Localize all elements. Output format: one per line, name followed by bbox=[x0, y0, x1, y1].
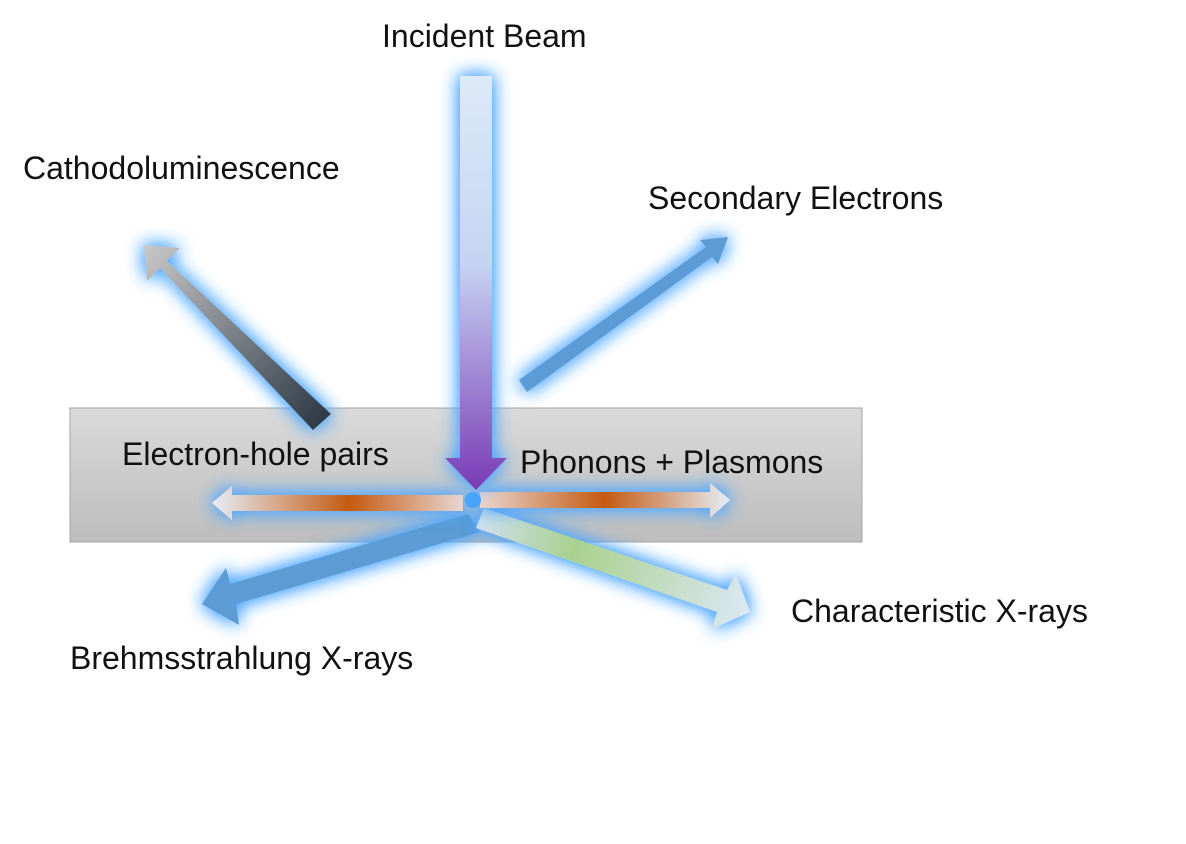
label-electron-hole-pairs: Electron-hole pairs bbox=[122, 436, 389, 472]
label-secondary-electrons: Secondary Electrons bbox=[648, 180, 943, 216]
label-cathodoluminescence: Cathodoluminescence bbox=[23, 150, 340, 186]
incident-beam-arrow bbox=[445, 76, 507, 490]
interaction-point bbox=[465, 492, 481, 508]
secondary-electrons-arrow bbox=[519, 237, 728, 392]
label-brehmsstrahlung-xrays: Brehmsstrahlung X-rays bbox=[70, 640, 413, 676]
label-incident-beam: Incident Beam bbox=[382, 18, 587, 54]
label-characteristic-xrays: Characteristic X-rays bbox=[791, 593, 1088, 629]
label-phonons-plasmons: Phonons + Plasmons bbox=[520, 444, 823, 480]
cathodoluminescence-arrow bbox=[144, 245, 331, 430]
electron-hole-lateral-arrow bbox=[212, 486, 463, 520]
characteristic-xrays-arrow bbox=[476, 508, 750, 629]
phonons-lateral-arrow bbox=[480, 483, 730, 518]
brehmsstrahlung-arrow bbox=[202, 514, 480, 625]
